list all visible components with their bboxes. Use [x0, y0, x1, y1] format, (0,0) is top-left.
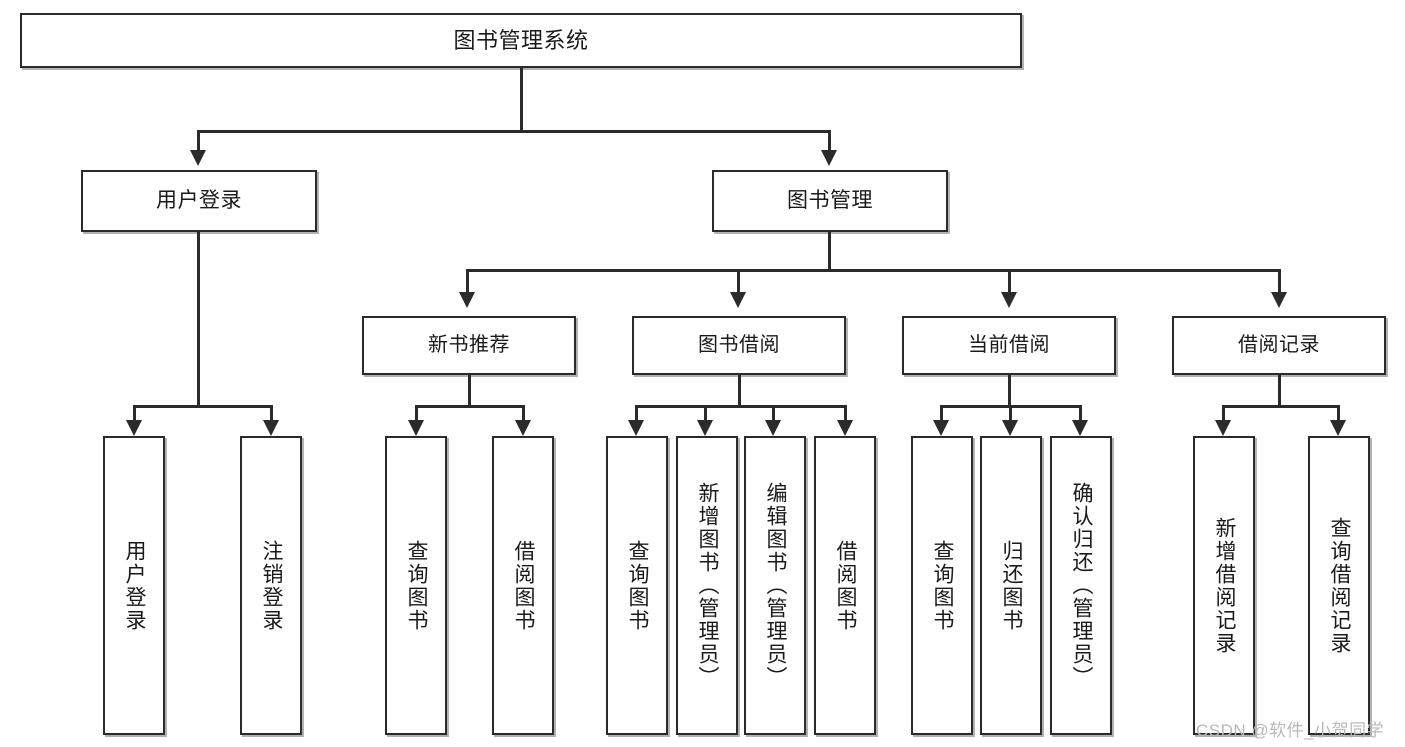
connector-br-to-leaf-1 — [1222, 405, 1225, 423]
node-current-borrow[interactable]: 当前借阅 — [902, 316, 1116, 375]
leaf-edit-book-admin[interactable]: 编辑图书（管理员） — [744, 436, 806, 735]
connector-bm-to-book-borrow — [737, 269, 740, 295]
arrow-bm-to-new-book-recommend — [459, 292, 475, 308]
csdn-watermark: CSDN @软件_小贺同学 — [1196, 721, 1385, 740]
connector-book-management-bar — [466, 269, 1281, 272]
connector-bb-to-leaf-1 — [635, 405, 638, 423]
node-label: 查询图书 — [931, 539, 955, 632]
node-user-login[interactable]: 用户登录 — [81, 170, 317, 232]
node-borrow-record[interactable]: 借阅记录 — [1172, 316, 1386, 375]
connector-nbr-stem — [468, 375, 471, 408]
connector-cb-to-leaf-3 — [1079, 405, 1082, 423]
leaf-query-book-borrow[interactable]: 查询图书 — [606, 436, 668, 735]
leaf-borrow-book-new-book[interactable]: 借阅图书 — [492, 436, 554, 735]
node-label: 图书管理 — [787, 188, 873, 212]
node-label: 注销登录 — [260, 539, 284, 632]
leaf-query-book-current[interactable]: 查询图书 — [911, 436, 973, 735]
arrow-cb-to-leaf-3 — [1072, 420, 1088, 436]
connector-nbr-to-leaf-2 — [522, 405, 525, 423]
connector-user-login-stem — [197, 232, 200, 408]
node-label: 查询借阅记录 — [1328, 516, 1352, 655]
arrow-nbr-to-leaf-2 — [515, 420, 531, 436]
arrow-bb-to-leaf-3 — [765, 420, 781, 436]
connector-root-to-user-login — [197, 130, 200, 152]
node-root-system[interactable]: 图书管理系统 — [20, 13, 1022, 68]
connector-bb-bar — [635, 405, 847, 408]
connector-book-management-stem — [828, 232, 831, 272]
connector-root-bar — [197, 130, 831, 133]
connector-br-to-leaf-2 — [1337, 405, 1340, 423]
arrow-root-to-book-management — [821, 150, 837, 166]
node-book-management[interactable]: 图书管理 — [712, 170, 948, 232]
connector-bm-to-current-borrow — [1008, 269, 1011, 295]
node-label: 编辑图书（管理员） — [764, 482, 788, 689]
node-label: 用户登录 — [123, 539, 147, 632]
arrow-bb-to-leaf-4 — [837, 420, 853, 436]
node-label: 用户登录 — [156, 188, 242, 212]
leaf-return-book[interactable]: 归还图书 — [980, 436, 1042, 735]
arrow-root-to-user-login — [190, 150, 206, 166]
node-label: 确认归还（管理员） — [1070, 482, 1094, 689]
node-label: 借阅图书 — [512, 539, 536, 632]
node-label: 查询图书 — [405, 539, 429, 632]
connector-root-to-book-management — [828, 130, 831, 152]
connector-user-login-to-leaf-1 — [133, 405, 136, 423]
node-label: 归还图书 — [1000, 539, 1024, 632]
leaf-confirm-return-admin[interactable]: 确认归还（管理员） — [1050, 436, 1112, 735]
arrow-bm-to-book-borrow — [730, 292, 746, 308]
connector-nbr-bar — [415, 405, 525, 408]
leaf-query-borrow-record[interactable]: 查询借阅记录 — [1308, 436, 1370, 735]
connector-br-stem — [1278, 375, 1281, 408]
connector-cb-to-leaf-1 — [940, 405, 943, 423]
connector-bb-to-leaf-3 — [772, 405, 775, 423]
node-label: 新书推荐 — [428, 333, 510, 356]
node-label: 当前借阅 — [968, 333, 1050, 356]
connector-root-stem — [520, 68, 523, 130]
node-label: 借阅记录 — [1238, 333, 1320, 356]
connector-user-login-to-leaf-2 — [270, 405, 273, 423]
node-label: 图书借阅 — [698, 333, 780, 356]
leaf-user-logout[interactable]: 注销登录 — [240, 436, 302, 735]
arrow-user-login-to-leaf-2 — [263, 420, 279, 436]
arrow-cb-to-leaf-2 — [1002, 420, 1018, 436]
connector-cb-to-leaf-2 — [1009, 405, 1012, 423]
connector-nbr-to-leaf-1 — [415, 405, 418, 423]
connector-bb-stem — [738, 375, 741, 408]
arrow-bm-to-current-borrow — [1001, 292, 1017, 308]
arrow-br-to-leaf-2 — [1330, 420, 1346, 436]
leaf-add-book-admin[interactable]: 新增图书（管理员） — [676, 436, 738, 735]
connector-bm-to-new-book-recommend — [466, 269, 469, 295]
node-label: 查询图书 — [626, 539, 650, 632]
arrow-bm-to-borrow-record — [1271, 292, 1287, 308]
connector-user-login-bar — [133, 405, 273, 408]
arrow-nbr-to-leaf-1 — [408, 420, 424, 436]
connector-br-bar — [1222, 405, 1340, 408]
node-label: 新增借阅记录 — [1213, 516, 1237, 655]
leaf-borrow-book[interactable]: 借阅图书 — [814, 436, 876, 735]
leaf-add-borrow-record[interactable]: 新增借阅记录 — [1193, 436, 1255, 735]
connector-cb-stem — [1008, 375, 1011, 408]
arrow-cb-to-leaf-1 — [933, 420, 949, 436]
arrow-br-to-leaf-1 — [1215, 420, 1231, 436]
arrow-user-login-to-leaf-1 — [126, 420, 142, 436]
connector-bb-to-leaf-4 — [844, 405, 847, 423]
node-book-borrow[interactable]: 图书借阅 — [632, 316, 846, 375]
connector-bb-to-leaf-2 — [704, 405, 707, 423]
node-label: 新增图书（管理员） — [696, 482, 720, 689]
leaf-query-book-new-book[interactable]: 查询图书 — [385, 436, 447, 735]
node-label: 图书管理系统 — [453, 27, 589, 53]
connector-bm-to-borrow-record — [1278, 269, 1281, 295]
arrow-bb-to-leaf-2 — [697, 420, 713, 436]
leaf-user-login[interactable]: 用户登录 — [103, 436, 165, 735]
arrow-bb-to-leaf-1 — [628, 420, 644, 436]
node-label: 借阅图书 — [834, 539, 858, 632]
node-new-book-recommend[interactable]: 新书推荐 — [362, 316, 576, 375]
